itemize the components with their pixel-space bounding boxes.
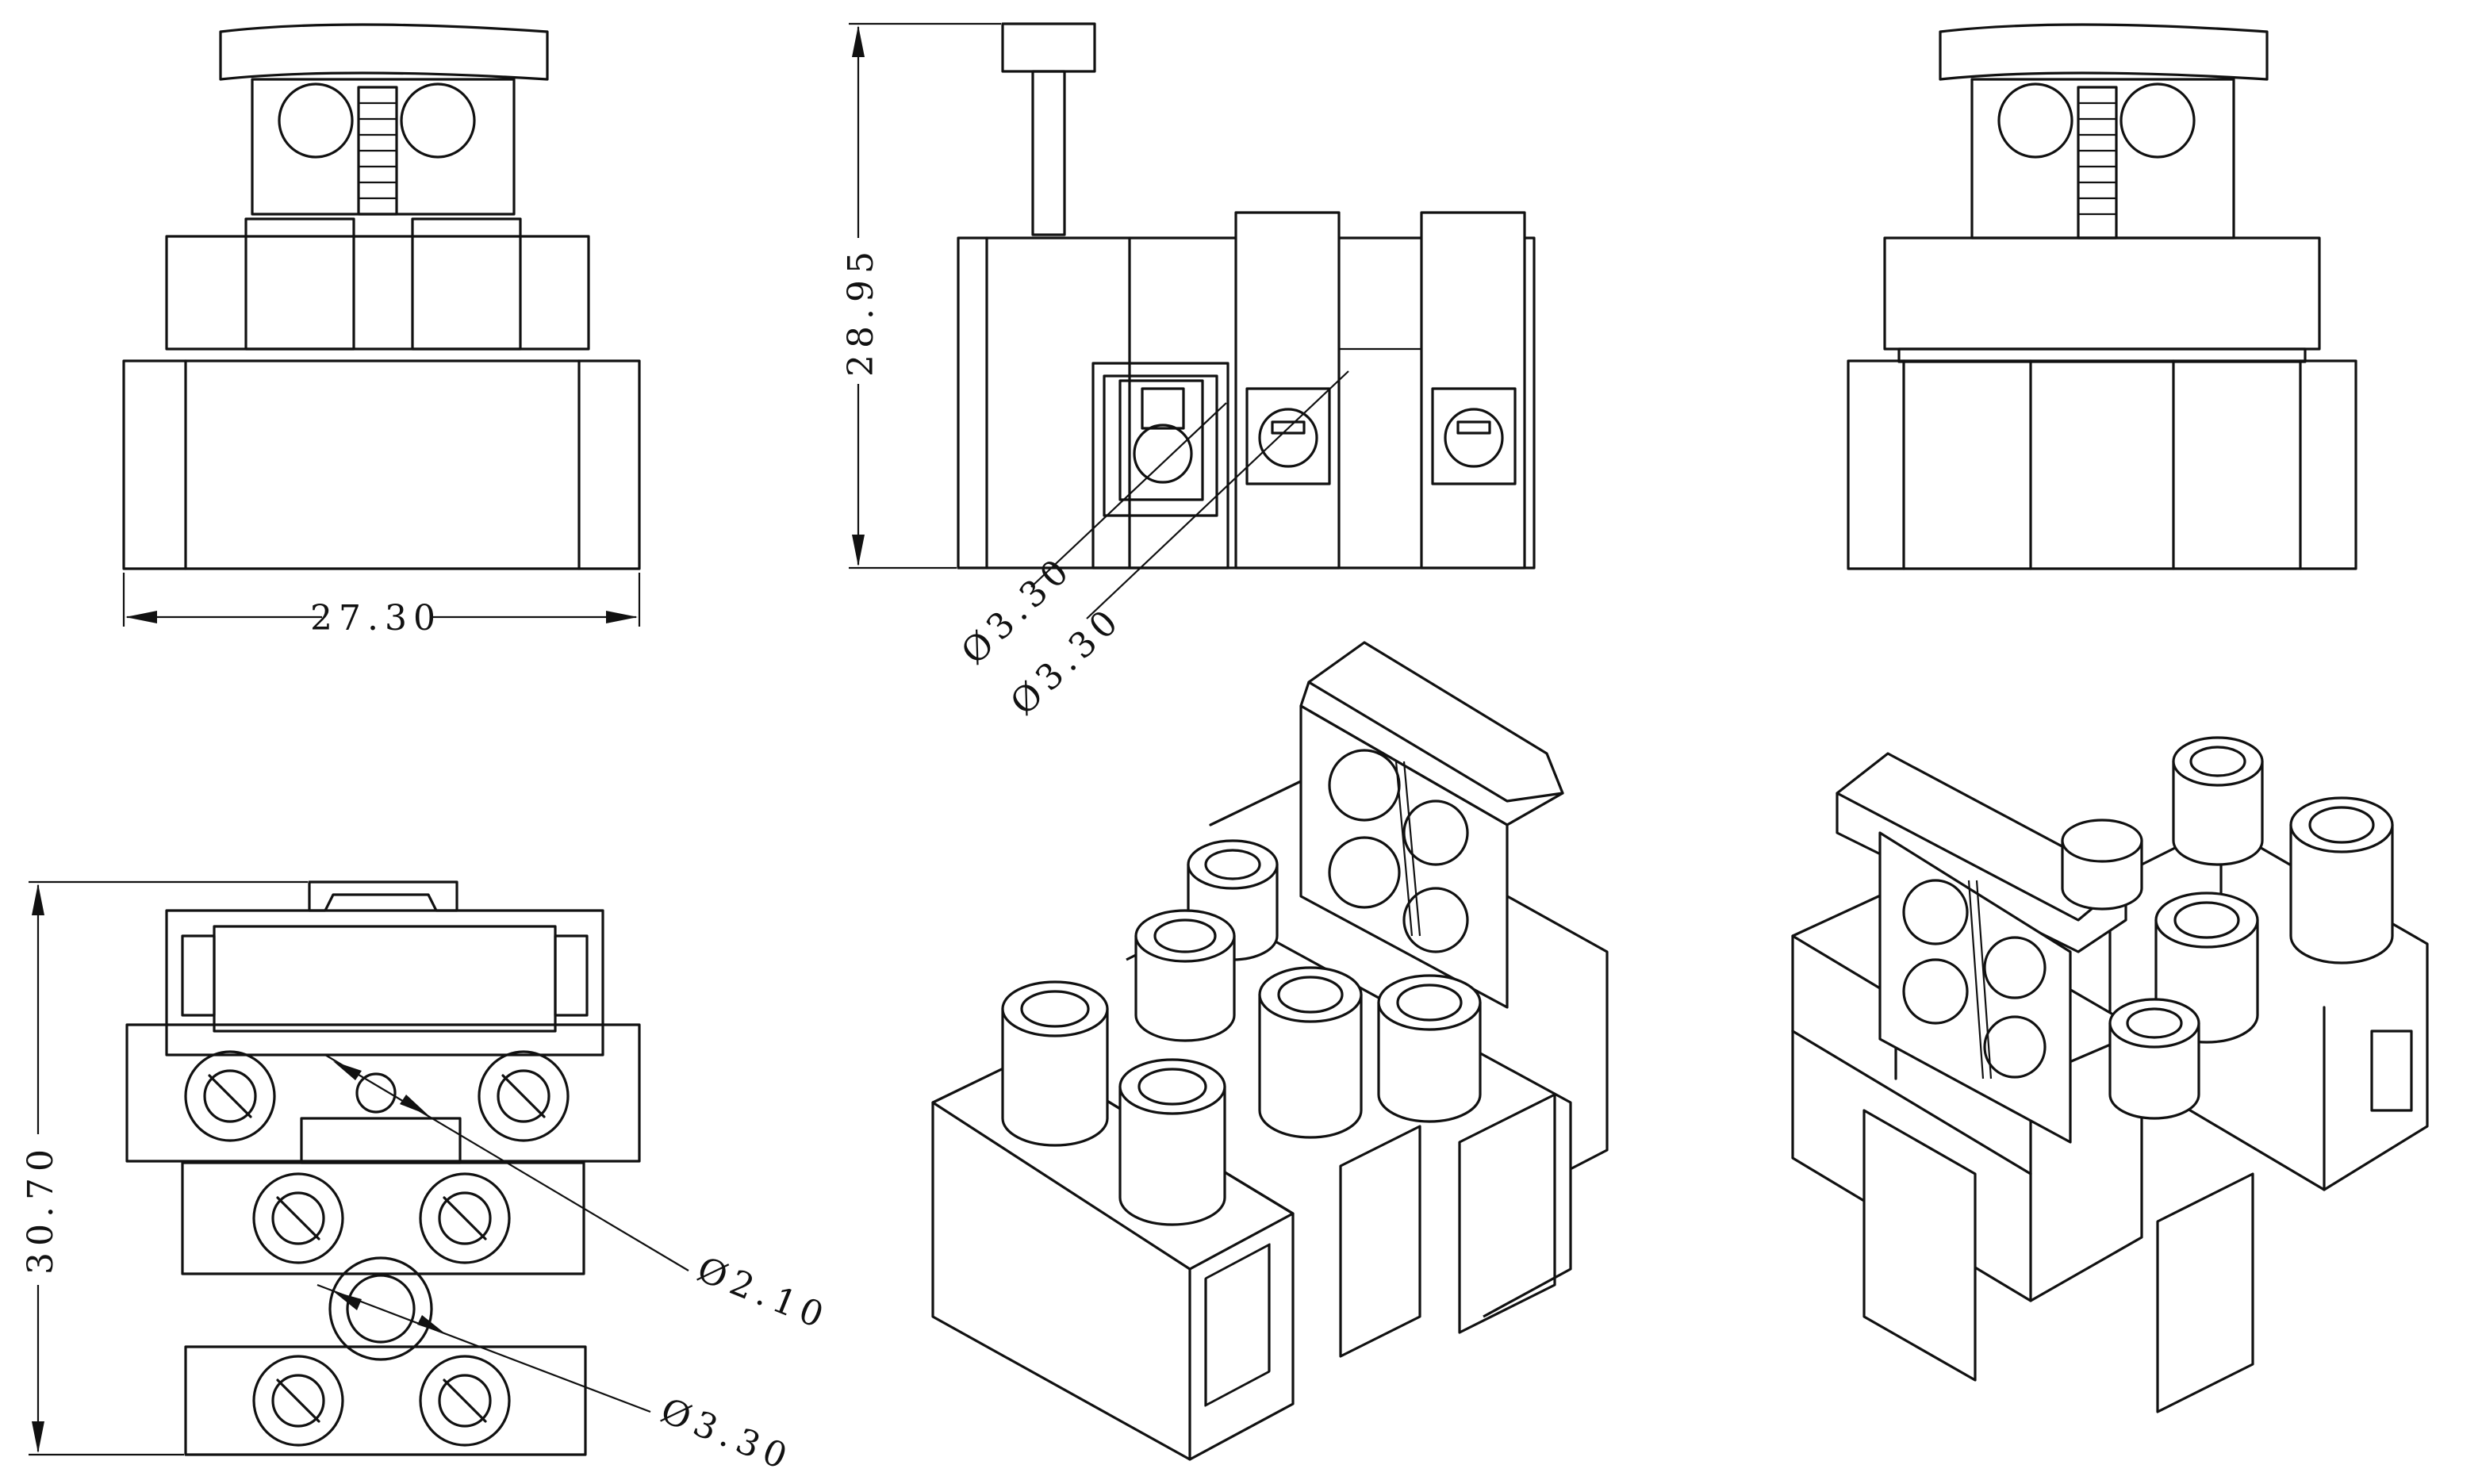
back-view [1847,23,2357,570]
isometric-view-back [1791,736,2429,1413]
side-height-label: 28.95 [841,245,881,377]
top-view: 30.70 Ø2.10 Ø3.30 [21,880,834,1479]
top-hole-small-label: Ø2.10 [692,1249,834,1338]
top-height-label: 30.70 [21,1143,61,1275]
side-view: 28.95 Ø3.30 Ø3.30 [841,22,1536,723]
front-view: 27.30 [122,23,641,638]
isometric-view-front [931,641,1609,1461]
front-width-label: 27.30 [310,598,442,638]
top-hole-large-label: Ø3.30 [655,1390,798,1479]
